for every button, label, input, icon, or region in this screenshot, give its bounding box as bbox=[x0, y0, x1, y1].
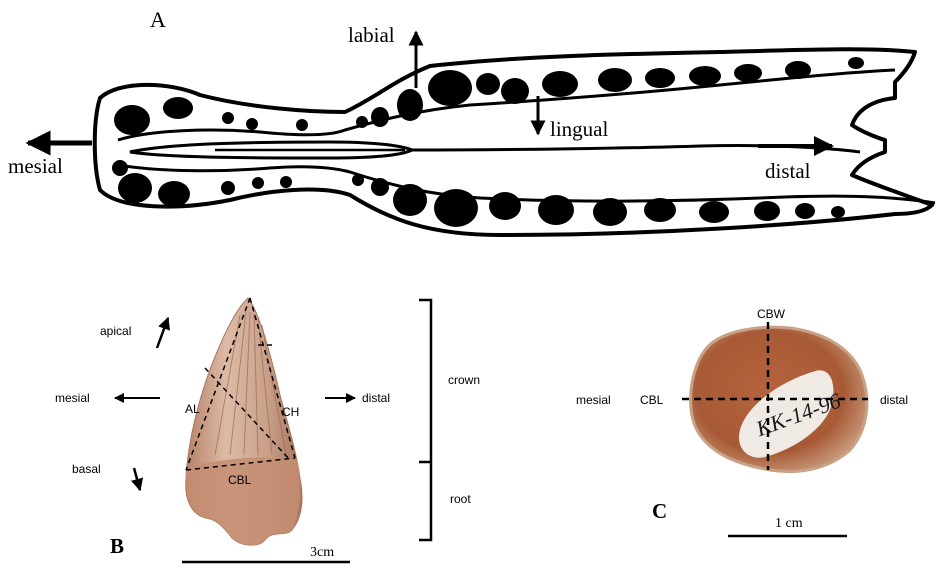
alveolus bbox=[593, 198, 627, 226]
alveolus bbox=[222, 112, 234, 124]
panel-c: KK-14-96 CBW CBL mesial distal 1 cm C bbox=[576, 307, 908, 536]
alveolus bbox=[489, 192, 521, 220]
tooth-root-region bbox=[186, 458, 301, 545]
alveolus bbox=[689, 66, 721, 86]
al-label: AL bbox=[185, 402, 200, 416]
panel-b-letter: B bbox=[110, 534, 124, 558]
alveolus bbox=[371, 178, 389, 196]
ch-label: CH bbox=[282, 405, 299, 419]
alveolus bbox=[785, 61, 811, 79]
alveolus bbox=[163, 97, 193, 119]
alveolus bbox=[158, 181, 190, 207]
alveolus bbox=[538, 195, 574, 225]
alveolus bbox=[734, 64, 762, 82]
alveolus bbox=[598, 68, 632, 92]
panel-a: A bbox=[8, 7, 935, 235]
crown-label: crown bbox=[448, 373, 480, 387]
alveolus bbox=[112, 160, 128, 176]
panel-b: AL CH CBL apical mesial distal basal cro… bbox=[55, 298, 480, 562]
distal-label-b: distal bbox=[362, 391, 390, 405]
alveolus bbox=[221, 181, 235, 195]
alveolus bbox=[645, 68, 675, 88]
alveolus bbox=[434, 189, 478, 227]
alveolus bbox=[795, 203, 815, 219]
root-label: root bbox=[450, 492, 471, 506]
labial-label: labial bbox=[348, 23, 395, 47]
alveolus bbox=[397, 89, 423, 121]
cbl-label-b: CBL bbox=[228, 473, 252, 487]
alveolus bbox=[542, 71, 578, 97]
alveolus bbox=[754, 201, 780, 221]
scale-label-b: 3cm bbox=[310, 545, 334, 560]
alveolus bbox=[280, 176, 292, 188]
alveolus bbox=[246, 118, 258, 130]
distal-label: distal bbox=[765, 159, 811, 183]
basal-label: basal bbox=[72, 462, 101, 476]
alveolus bbox=[352, 174, 364, 186]
panel-c-letter: C bbox=[652, 499, 667, 523]
scale-label-c: 1 cm bbox=[775, 516, 803, 531]
basal-arrow bbox=[134, 468, 140, 490]
cbw-label: CBW bbox=[757, 307, 786, 321]
panel-a-letter: A bbox=[150, 7, 166, 32]
alveolus bbox=[114, 105, 150, 135]
alveolus bbox=[476, 73, 500, 95]
alveolus bbox=[699, 201, 729, 223]
mesial-label: mesial bbox=[8, 154, 63, 178]
cbl-label-c: CBL bbox=[640, 393, 664, 407]
apical-label: apical bbox=[100, 324, 131, 338]
alveolus bbox=[393, 184, 427, 216]
alveolus bbox=[644, 198, 676, 222]
distal-label-c: distal bbox=[880, 393, 908, 407]
alveolus bbox=[296, 119, 308, 131]
mesial-label-b: mesial bbox=[55, 391, 90, 405]
alveolus bbox=[501, 78, 529, 104]
alveolus bbox=[831, 206, 845, 218]
alveolus bbox=[252, 177, 264, 189]
alveolus bbox=[848, 57, 864, 69]
crown-root-brackets bbox=[419, 300, 431, 540]
lingual-label: lingual bbox=[550, 117, 608, 141]
alveolus bbox=[356, 116, 368, 128]
mesial-label-c: mesial bbox=[576, 393, 611, 407]
alveolus bbox=[428, 70, 472, 106]
alveolus bbox=[371, 107, 389, 127]
alveolus bbox=[118, 173, 152, 203]
apical-arrow bbox=[157, 318, 168, 348]
